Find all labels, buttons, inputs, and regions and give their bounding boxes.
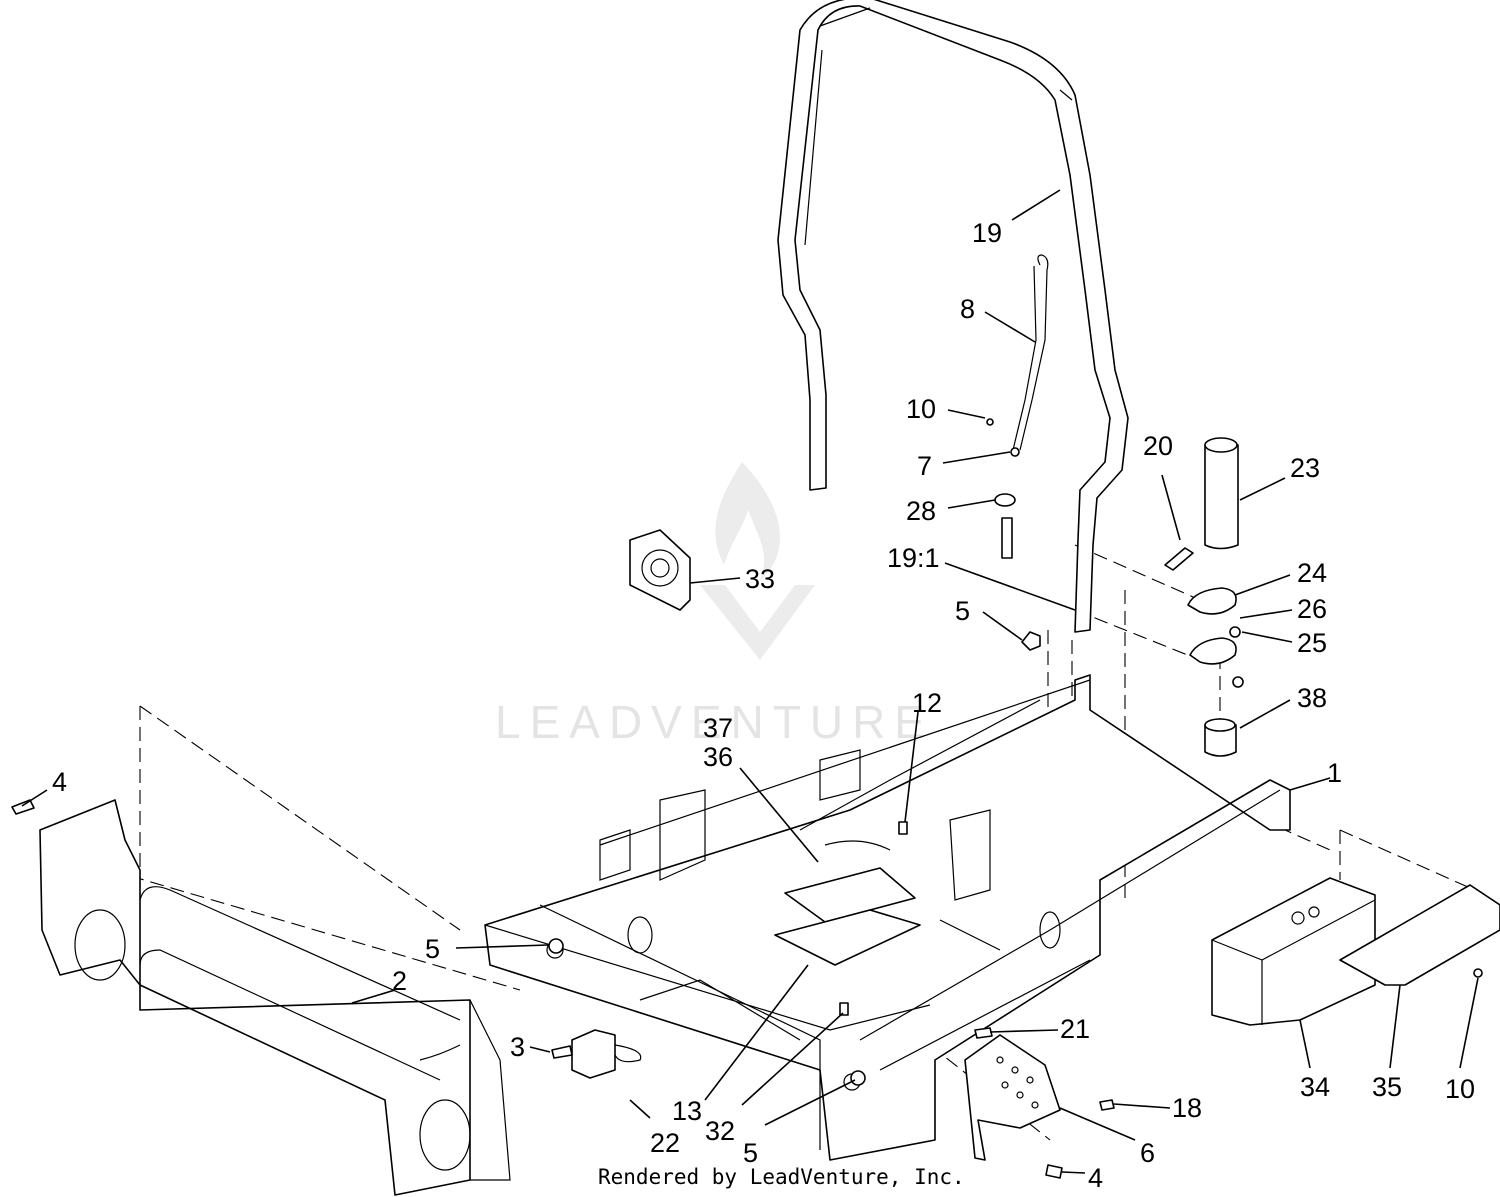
bracket-33 (629, 529, 691, 611)
callout-26: 26 (1297, 594, 1327, 624)
callout-5-bottom: 5 (743, 1138, 758, 1168)
callout-10-top: 10 (906, 394, 936, 424)
hairpin-rod-part (1012, 254, 1049, 451)
callout-28: 28 (906, 496, 936, 526)
callout-32: 32 (705, 1116, 735, 1146)
screw-10-right (1473, 968, 1483, 978)
callout-1: 1 (1327, 758, 1342, 788)
callout-38: 38 (1297, 683, 1327, 713)
callout-12: 12 (912, 688, 942, 718)
render-credit: Rendered by LeadVenture, Inc. (598, 1165, 965, 1189)
callout-19: 19 (972, 218, 1002, 248)
nut-5-top (1021, 631, 1041, 651)
callout-34: 34 (1300, 1072, 1330, 1102)
pin-hardware (986, 418, 1020, 559)
callout-6: 6 (1140, 1138, 1155, 1168)
callout-5-left: 5 (425, 934, 440, 964)
callout-22: 22 (650, 1128, 680, 1158)
watermark-text: LEADVENTURE (495, 696, 934, 748)
callout-8: 8 (960, 294, 975, 324)
callout-25: 25 (1297, 628, 1327, 658)
foot-bracket-6 (964, 1034, 1061, 1161)
callout-21: 21 (1060, 1014, 1090, 1044)
plate-13 (774, 909, 921, 966)
callout-23: 23 (1290, 453, 1320, 483)
bracket-22 (571, 1029, 642, 1079)
callout-4-bottom: 4 (1088, 1163, 1103, 1193)
callout-33: 33 (745, 564, 775, 594)
cap-38 (1204, 718, 1237, 757)
callout-2: 2 (392, 966, 407, 996)
callout-18: 18 (1172, 1093, 1202, 1123)
frame-2 (39, 799, 511, 1196)
screw-12 (898, 821, 908, 835)
bolt-20 (1164, 547, 1194, 571)
nut-5-left (548, 938, 564, 954)
callout-36: 36 (703, 742, 733, 772)
plate-36 (784, 867, 916, 923)
bolt-18 (1099, 1099, 1115, 1111)
callout-3: 3 (510, 1032, 525, 1062)
callout-7: 7 (917, 451, 932, 481)
callout-19-1: 19:1 (887, 543, 940, 573)
nut-5-bottom (850, 1070, 866, 1086)
callout-10-right: 10 (1445, 1074, 1475, 1104)
leadventure-watermark: LEADVENTURE (495, 462, 934, 748)
bolt-21 (974, 1027, 993, 1039)
tray-34 (1211, 877, 1376, 1026)
rops-bar (777, 0, 1129, 633)
screw-32 (839, 1002, 849, 1016)
bolt-4-left (11, 799, 35, 815)
clamps-24 (1187, 587, 1244, 688)
bolt-4-bottom (1045, 1164, 1063, 1179)
plate-35 (1339, 884, 1500, 986)
bolt-3 (551, 1045, 573, 1059)
callout-4-left: 4 (52, 767, 67, 797)
callout-5-top: 5 (955, 596, 970, 626)
callout-37: 37 (703, 713, 733, 743)
leader-lines (21, 189, 1479, 1174)
callout-24: 24 (1297, 558, 1327, 588)
callout-labels: 19 8 10 7 28 19:1 5 20 23 24 26 25 38 1 … (52, 218, 1475, 1193)
callout-20: 20 (1143, 431, 1173, 461)
callout-13: 13 (672, 1096, 702, 1126)
grip-23 (1204, 437, 1239, 550)
callout-35: 35 (1372, 1072, 1402, 1102)
